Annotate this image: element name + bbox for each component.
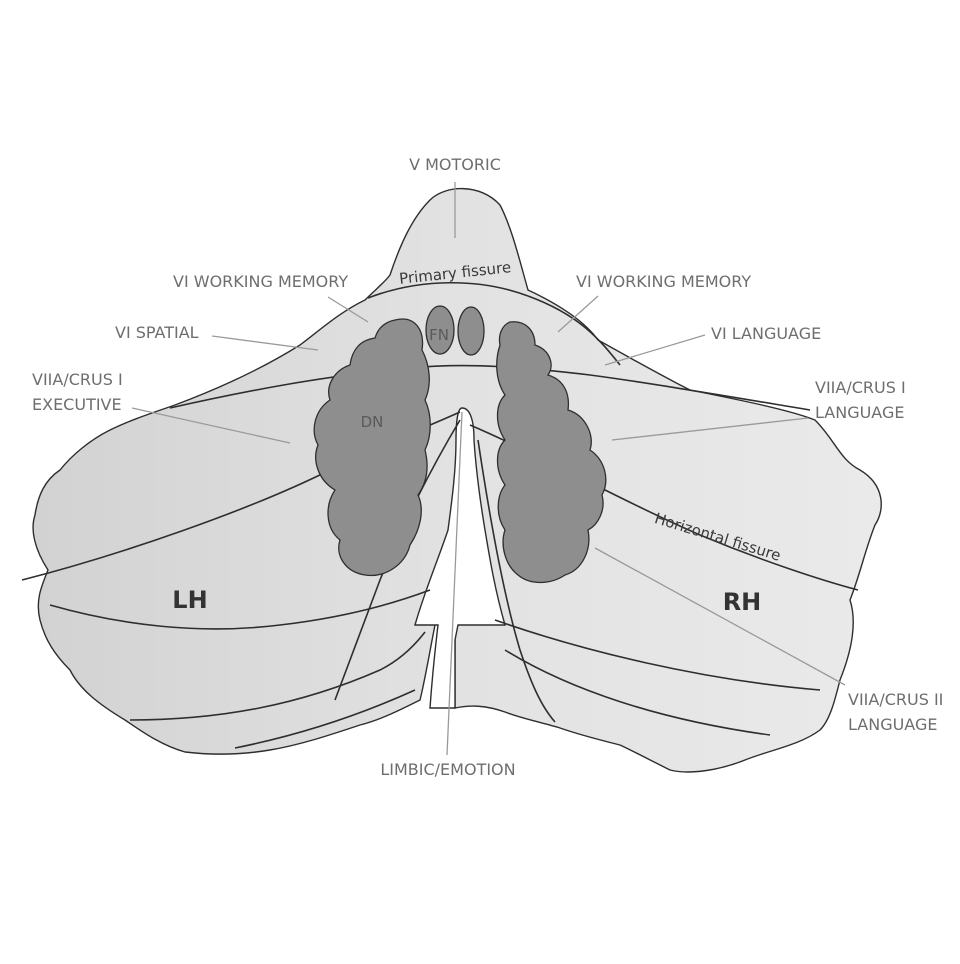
label-left-hemisphere: LH	[172, 586, 207, 614]
label-dn: DN	[361, 413, 384, 431]
fold-line-right-lower	[494, 619, 821, 691]
label-right-hemisphere: RH	[723, 588, 762, 616]
vermis-line-left	[334, 419, 461, 701]
label-limbic-emotion: LIMBIC/EMOTION	[380, 760, 515, 779]
leader-limbic-emotion	[446, 411, 463, 756]
fastigial-nucleus-right	[457, 306, 485, 356]
leader-viia-crus1-executive	[131, 407, 291, 444]
label-vi-language: VI LANGUAGE	[711, 324, 821, 343]
label-viia-crus1-executive-line1: VIIA/CRUS I	[32, 370, 123, 389]
leader-viia-crus2-language	[594, 547, 846, 686]
label-vi-spatial: VI SPATIAL	[115, 323, 199, 342]
leader-lines	[131, 182, 846, 756]
fastigial-nucleus-left	[425, 305, 455, 355]
fold-line-right-bottom	[504, 649, 771, 736]
dentate-nucleus-left	[313, 318, 431, 577]
leader-vi-spatial	[211, 335, 319, 351]
folia-lines	[21, 281, 859, 749]
label-viia-crus2-language-line2: LANGUAGE	[848, 715, 937, 734]
label-viia-crus1-language-line1: VIIA/CRUS I	[815, 378, 906, 397]
fold-line-crus-top	[169, 364, 811, 411]
label-vi-working-memory-right: VI WORKING MEMORY	[576, 272, 751, 291]
label-viia-crus1-executive-line2: EXECUTIVE	[32, 395, 122, 414]
leader-viia-crus1-language	[611, 417, 809, 441]
fold-line-vi-upper	[527, 295, 621, 366]
label-v-motoric: V MOTORIC	[409, 155, 501, 174]
label-viia-crus2-language-line1: VIIA/CRUS II	[848, 690, 943, 709]
fold-line-left-lower	[49, 589, 431, 630]
fold-line-left-bottom	[129, 631, 426, 721]
label-fn: FN	[429, 326, 449, 344]
fold-line-left-tail	[234, 689, 416, 749]
vermis-line-right	[477, 439, 556, 723]
vermis-notch	[414, 407, 506, 709]
label-vi-working-memory-left: VI WORKING MEMORY	[173, 272, 348, 291]
leader-vi-working-memory-left	[327, 296, 369, 323]
leader-vi-working-memory-right	[557, 295, 599, 333]
primary-fissure-line	[367, 281, 529, 299]
label-viia-crus1-language-line2: LANGUAGE	[815, 403, 904, 422]
dentate-nucleus-right	[496, 321, 607, 584]
leader-vi-language	[604, 334, 706, 366]
